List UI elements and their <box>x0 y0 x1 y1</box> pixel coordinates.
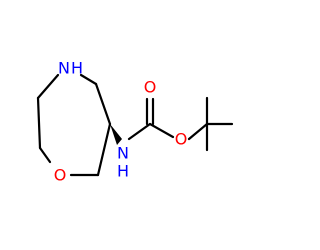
bond-ring-n-to-ch2-left <box>36 73 60 100</box>
carbamate-h-label: H <box>117 162 129 181</box>
ring-bonds <box>36 73 112 177</box>
ring-oxygen-label: O <box>54 166 67 185</box>
bond-ester-o-to-quaternary-c <box>187 122 209 141</box>
bond-ring-ch2-to-stereocenter <box>96 122 112 177</box>
bond-ring-ch2-left-to-ch2-low <box>36 96 42 150</box>
boc-bonds <box>127 96 234 152</box>
bond-carbonyl-c-to-ester-o <box>148 122 175 139</box>
atom-labels: N H O N H O O <box>54 59 188 185</box>
ring-nh-label: N <box>58 59 70 78</box>
carbonyl-oxygen-label: O <box>144 78 157 97</box>
bond-ring-ch2-to-n <box>79 73 98 86</box>
bond-ring-stereocenter-to-ch2 <box>94 82 112 126</box>
stereo-wedge-bond <box>110 124 122 145</box>
bond-ring-ch2-low-to-o <box>38 146 52 164</box>
carbamate-n-label: N <box>117 144 129 163</box>
ring-nh-hydrogen-label: H <box>71 59 83 78</box>
ester-oxygen-label: O <box>175 130 188 149</box>
bond-nh-to-carbonyl-c <box>127 122 152 141</box>
molecule-structure-diagram: N H O N H O O <box>36 59 234 185</box>
